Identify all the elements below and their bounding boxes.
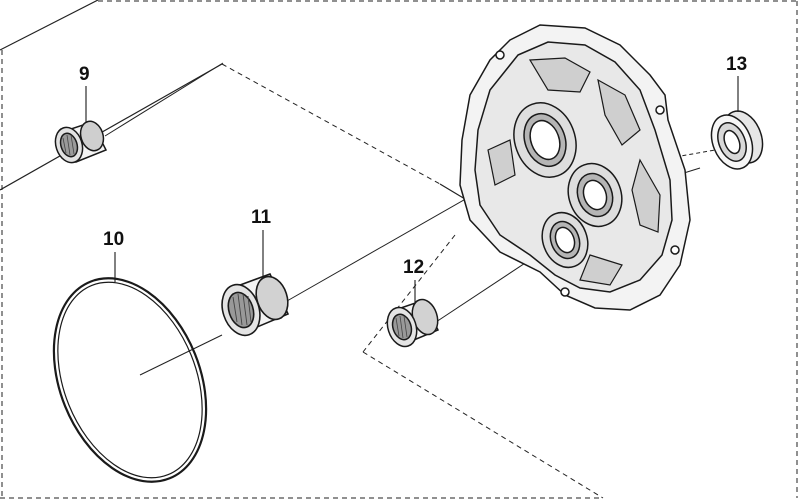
- o-ring-part-10: [52, 277, 208, 483]
- callout-label-10: 10: [103, 229, 124, 250]
- needle-bearing-part-11: [221, 272, 290, 337]
- callout-label-11: 11: [251, 207, 272, 228]
- callout-label-9: 9: [79, 64, 90, 85]
- callout-label-13: 13: [726, 54, 747, 75]
- crankcase-cover-housing: [459, 24, 691, 311]
- callout-leader-lines: [85, 76, 739, 304]
- needle-bearing-part-9: [54, 120, 108, 164]
- oil-seal-part-13: [710, 110, 764, 170]
- callout-label-12: 12: [403, 257, 424, 278]
- needle-bearing-part-12: [386, 298, 440, 348]
- frame-solid-edges: [0, 0, 471, 203]
